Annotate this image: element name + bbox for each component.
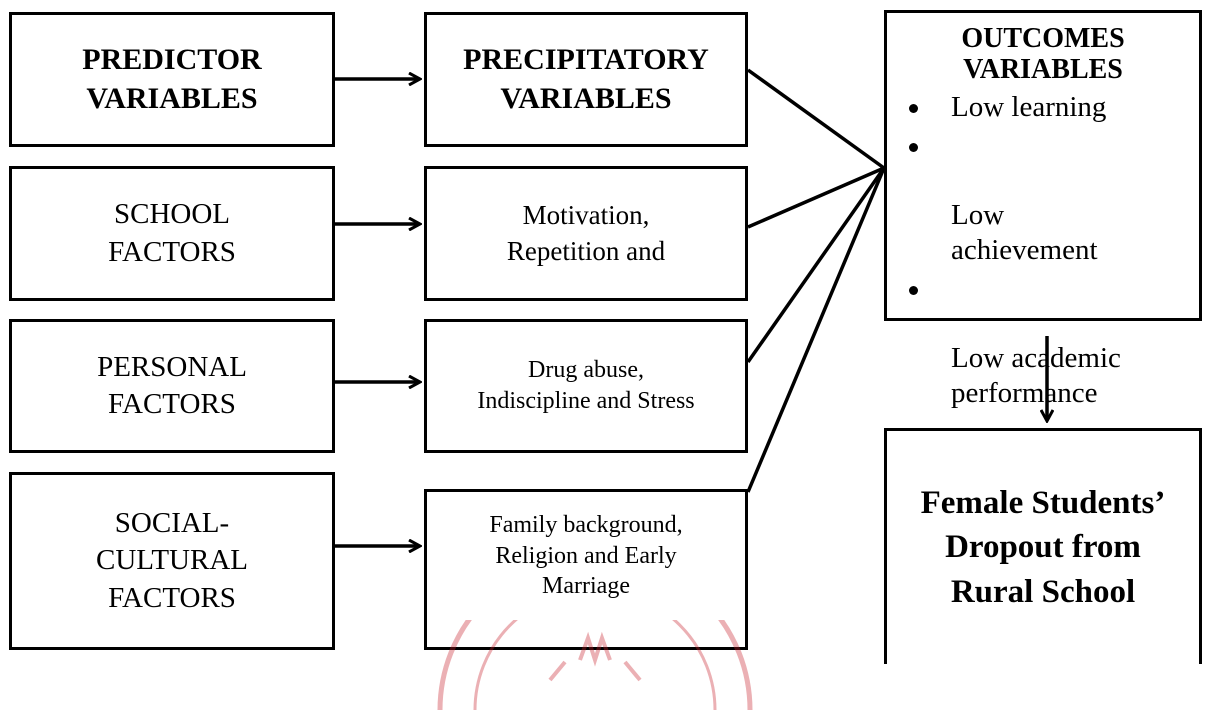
personal-factors-label: PERSONAL FACTORS <box>97 350 247 420</box>
line-family-to-outcomes <box>746 167 886 493</box>
school-factors-box: SCHOOL FACTORS <box>9 166 335 301</box>
family-background-label: Family background, Religion and Early Ma… <box>489 512 683 600</box>
dropout-outcome-box: Female Students’ Dropout from Rural Scho… <box>884 428 1202 664</box>
drug-abuse-box: Drug abuse, Indiscipline and Stress <box>424 319 748 453</box>
dropout-outcome-label: Female Students’ Dropout from Rural Scho… <box>920 484 1166 610</box>
outcome-item-low-academic-performance: Low academic performance <box>909 272 1199 411</box>
social-cultural-factors-label: SOCIAL- CULTURAL FACTORS <box>96 507 248 614</box>
outcome-item-label: Low academic performance <box>951 342 1121 410</box>
watermark-seal-icon <box>437 620 753 710</box>
outcomes-list: Low learning Low achievement Low academi… <box>887 90 1199 415</box>
outcome-item-low-achievement: Low achievement <box>909 129 1199 268</box>
connectors <box>335 68 1210 664</box>
outcome-item-label: Low achievement <box>951 199 1098 266</box>
motivation-label: Motivation, Repetition and <box>506 200 666 266</box>
social-cultural-factors-box: SOCIAL- CULTURAL FACTORS <box>9 472 335 650</box>
line-drug-to-outcomes <box>746 166 886 364</box>
outcomes-variables-title: OUTCOMES VARIABLES <box>961 23 1125 86</box>
line-precipitatory-to-outcomes <box>746 68 886 170</box>
outcomes-variables-box: OUTCOMES VARIABLES Low learning Low achi… <box>884 10 1202 409</box>
precipitatory-variables-box: PRECIPITATORY VARIABLES <box>424 12 748 147</box>
bullet-icon <box>909 103 918 113</box>
family-background-box: Family background, Religion and Early Ma… <box>424 489 748 650</box>
outcome-item-label: Low learning <box>951 90 1107 123</box>
bullet-icon <box>909 142 918 152</box>
school-factors-label: SCHOOL FACTORS <box>108 198 236 268</box>
predictor-variables-title: PREDICTOR VARIABLES <box>82 43 262 115</box>
drug-abuse-label: Drug abuse, Indiscipline and Stress <box>477 357 695 414</box>
outcome-item-low-learning: Low learning <box>909 90 1199 125</box>
line-motivation-to-outcomes <box>747 166 885 229</box>
precipitatory-variables-title: PRECIPITATORY VARIABLES <box>463 43 709 115</box>
predictor-variables-box: PREDICTOR VARIABLES <box>9 12 335 147</box>
personal-factors-box: PERSONAL FACTORS <box>9 319 335 453</box>
motivation-box: Motivation, Repetition and <box>424 166 748 301</box>
bullet-icon <box>909 285 918 295</box>
